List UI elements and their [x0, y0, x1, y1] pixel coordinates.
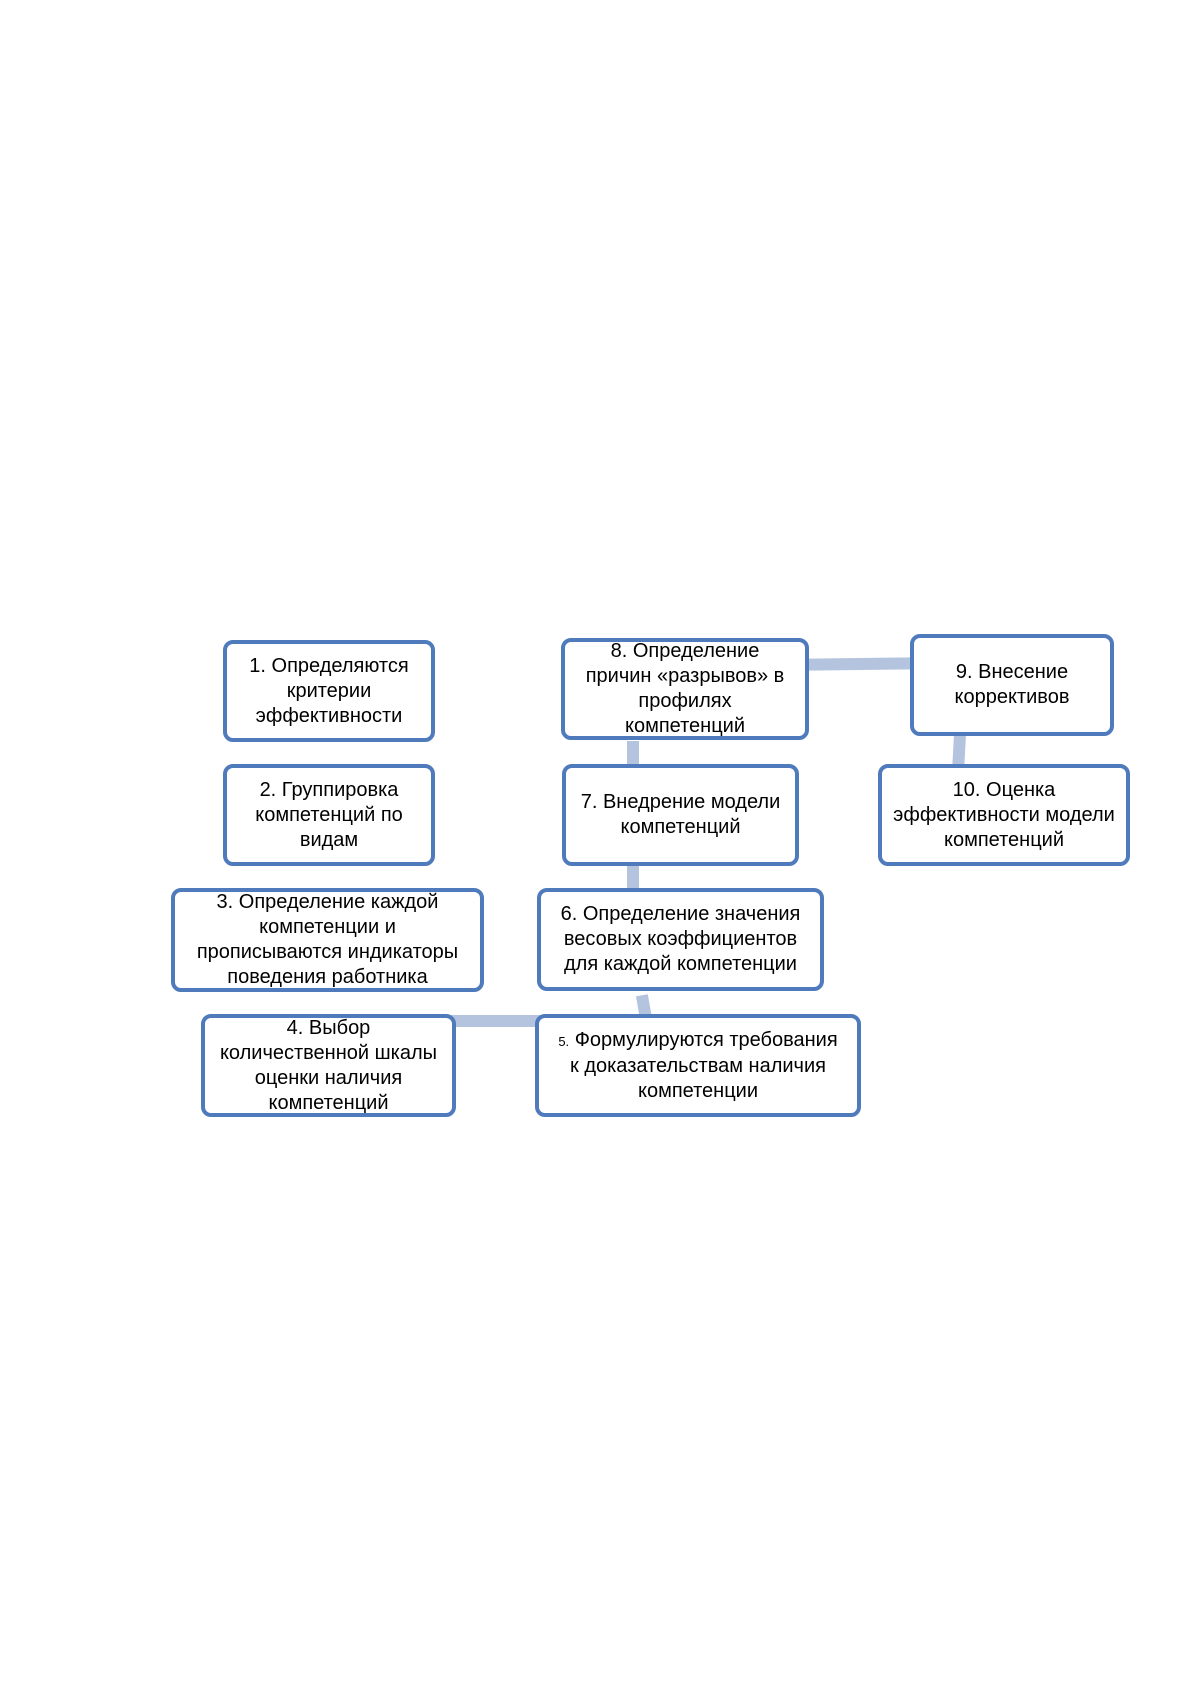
step-10-label: 10. Оценка эффективности модели компетен… [893, 778, 1115, 851]
step-9-label: 9. Внесение коррективов [954, 661, 1070, 708]
connector-8-9 [807, 657, 919, 671]
step-3-box: 3. Определение каждой компетенции и проп… [171, 888, 484, 992]
step-2-box: 2. Группировка компетенций по видам [223, 764, 435, 866]
step-4-box: 4. Выбор количественной шкалы оценки нал… [201, 1014, 456, 1117]
step-6-label: 6. Определение значения весовых коэффици… [560, 903, 801, 975]
step-5-box: 5. Формулируются требования к доказатель… [535, 1014, 861, 1117]
step-2-label: 2. Группировка компетенций по видам [255, 778, 403, 851]
step-6-box: 6. Определение значения весовых коэффици… [537, 888, 824, 991]
step-3-label: 3. Определение каждой компетенции и проп… [196, 891, 459, 988]
step-7-label: 7. Внедрение модели компетенций [580, 791, 781, 838]
step-1-label: 1. Определяются критерии эффективности [249, 654, 409, 727]
step-7-box: 7. Внедрение модели компетенций [562, 764, 799, 866]
step-5-label: 5. Формулируются требования к доказатель… [558, 1028, 837, 1104]
step-4-label: 4. Выбор количественной шкалы оценки нал… [219, 1016, 438, 1114]
step-10-box: 10. Оценка эффективности модели компетен… [878, 764, 1130, 866]
step-8-box: 8. Определение причин «разрывов» в профи… [561, 638, 809, 740]
step-1-box: 1. Определяются критерии эффективности [223, 640, 435, 742]
step-5-number: 5. [558, 1033, 570, 1049]
step-8-label: 8. Определение причин «разрывов» в профи… [585, 640, 785, 737]
step-9-box: 9. Внесение коррективов [910, 634, 1114, 736]
step-5-text: Формулируются требования к доказательств… [570, 1028, 838, 1102]
